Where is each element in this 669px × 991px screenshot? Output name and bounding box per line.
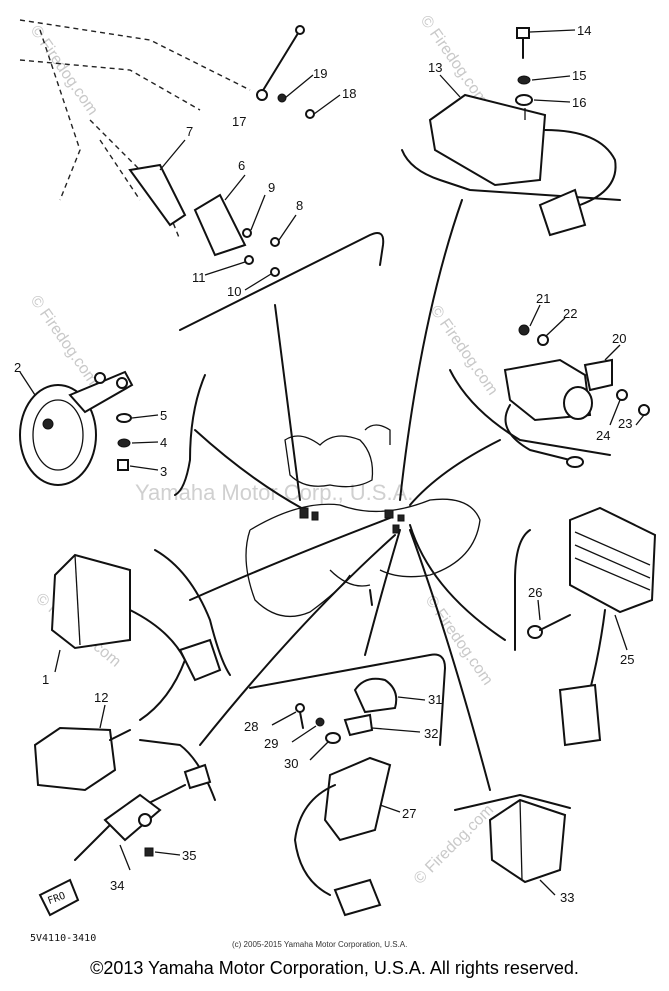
watermark-site-6: © Firedog.com [422, 593, 496, 689]
part-13-cdi-unit [428, 74, 617, 237]
parts-8-11-fasteners [204, 194, 297, 291]
label-part-2: 2 [14, 360, 21, 375]
label-part-22: 22 [563, 306, 577, 321]
watermark-site-2: © Firedog.com [27, 23, 101, 119]
label-part-28: 28 [244, 719, 258, 734]
part-12-unit [33, 704, 131, 792]
label-part-4: 4 [160, 435, 167, 450]
label-part-5: 5 [160, 408, 167, 423]
label-part-7: 7 [186, 124, 193, 139]
watermark-site-4: © Firedog.com [27, 293, 101, 389]
label-part-14: 14 [577, 23, 591, 38]
parts-3-5-horn-hardware [116, 413, 159, 471]
label-part-16: 16 [572, 95, 586, 110]
label-part-30: 30 [284, 756, 298, 771]
parts-28-32 [271, 677, 426, 761]
part-34-switch: FRO [38, 763, 212, 917]
label-part-3: 3 [160, 464, 167, 479]
part-number-labels: 1 2 3 4 5 6 7 8 9 10 11 12 13 14 15 16 1… [14, 23, 634, 905]
label-part-11: 11 [192, 270, 206, 285]
parts-14-16-hardware [515, 27, 576, 106]
label-part-15: 15 [572, 68, 586, 83]
watermark-site-3: © Firedog.com [427, 303, 501, 399]
label-part-23: 23 [618, 416, 632, 431]
label-part-34: 34 [110, 878, 124, 893]
label-part-31: 31 [428, 692, 442, 707]
label-part-29: 29 [264, 736, 278, 751]
label-part-6: 6 [238, 158, 245, 173]
label-part-25: 25 [620, 652, 634, 667]
label-part-35: 35 [182, 848, 196, 863]
part-33-unit [488, 798, 567, 896]
part-7-bracket [128, 139, 187, 227]
label-part-12: 12 [94, 690, 108, 705]
label-part-17: 17 [232, 114, 246, 129]
label-part-32: 32 [424, 726, 438, 741]
label-part-27: 27 [402, 806, 416, 821]
connector-wires [189, 199, 506, 791]
label-part-20: 20 [612, 331, 626, 346]
part-20-starter-relay [503, 304, 650, 468]
label-part-21: 21 [536, 291, 550, 306]
watermark-site-7: © Firedog.com [411, 801, 497, 887]
label-part-18: 18 [342, 86, 356, 101]
label-part-19: 19 [313, 66, 327, 81]
part-25-rectifier-regulator [527, 506, 657, 747]
group-brackets [139, 149, 621, 811]
part-6-relay [193, 174, 247, 257]
image-copyright: (c) 2005-2015 Yamaha Motor Corporation, … [232, 940, 407, 949]
label-part-9: 9 [268, 180, 275, 195]
part-2-horn [19, 370, 134, 486]
label-part-8: 8 [296, 198, 303, 213]
label-part-13: 13 [428, 60, 442, 75]
part-17-ground-lead [256, 25, 341, 119]
diagram-code: 5V4110-3410 [30, 933, 96, 944]
label-part-24: 24 [596, 428, 610, 443]
frame-outline [19, 19, 251, 241]
label-part-10: 10 [227, 284, 241, 299]
label-part-1: 1 [42, 672, 49, 687]
parts-diagram: Yamaha Motor Corp., U.S.A. © Firedog.com… [14, 13, 657, 949]
label-part-33: 33 [560, 890, 574, 905]
footer-copyright: ©2013 Yamaha Motor Corporation, U.S.A. A… [90, 958, 579, 978]
label-part-26: 26 [528, 585, 542, 600]
center-engine [245, 424, 481, 618]
part-1-unit [50, 553, 222, 721]
part-27-assembly [294, 756, 401, 917]
